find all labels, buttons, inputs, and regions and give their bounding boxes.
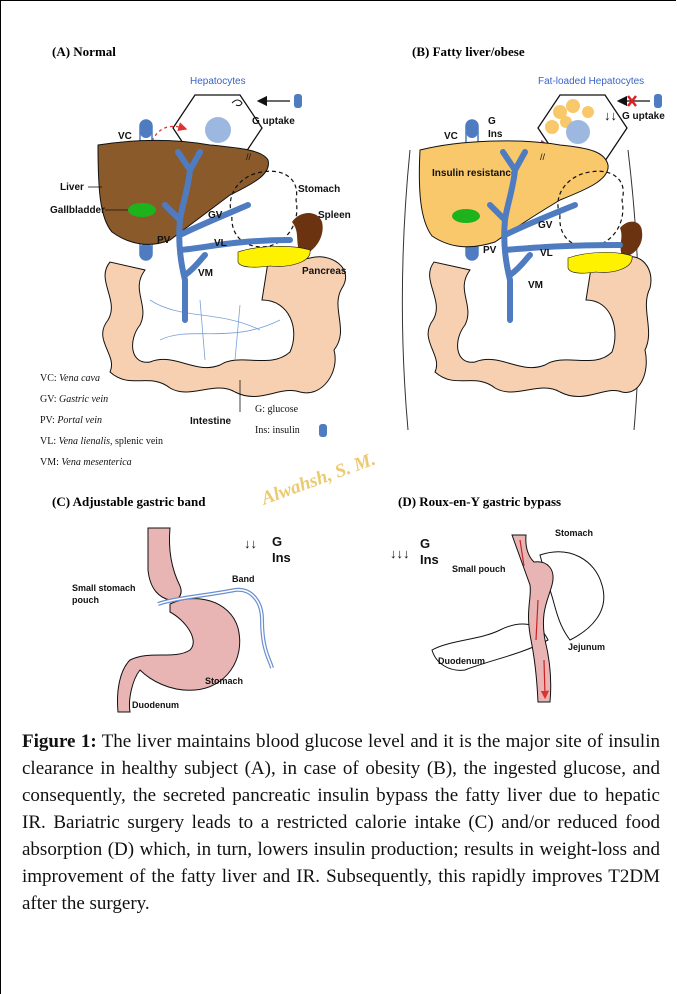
svg-text:pouch: pouch <box>72 595 99 605</box>
fat-hepatocytes-label: Fat-loaded Hepatocytes <box>538 76 644 87</box>
legend-insulin: Ins: insulin <box>255 425 300 436</box>
b-intestine <box>428 257 651 397</box>
b-g-label: G <box>488 116 496 127</box>
abbr-vl: VL: Vena lienalis, splenic vein <box>40 436 163 447</box>
legend-glucose: G: glucose <box>255 404 299 415</box>
bypassed-stomach <box>540 552 604 640</box>
panel-c: (C) Adjustable gastric band ↓↓ G Ins Ban… <box>52 494 291 712</box>
figure-caption: Figure 1: The liver maintains blood gluc… <box>22 728 660 917</box>
panel-b-title: (B) Fatty liver/obese <box>412 44 525 59</box>
caption-lead: Figure 1: <box>22 731 97 752</box>
panel-a: (A) Normal Hepatocytes G uptake VC // Ga <box>40 44 351 468</box>
abbr-vc: VC: Vena cava <box>40 373 100 384</box>
insulin-icon <box>294 94 302 108</box>
abbr-pv: PV: Portal vein <box>40 415 102 426</box>
b-ins-label: Ins <box>488 129 503 140</box>
d-small-pouch-label: Small pouch <box>452 564 506 574</box>
b-vl-label: VL <box>540 248 553 259</box>
author-watermark: Alwahsh, S. M. <box>258 449 379 510</box>
abbr-gv: GV: Gastric vein <box>40 394 108 405</box>
vc-label: VC <box>118 131 132 142</box>
c-ins-label: Ins <box>272 550 291 565</box>
c-stomach-label: Stomach <box>205 676 243 686</box>
intestine <box>103 257 346 397</box>
d-g-label: G <box>420 536 430 551</box>
intestine-label: Intestine <box>190 416 232 427</box>
jejunum-label: Jejunum <box>568 642 605 652</box>
b-g-uptake-label: G uptake <box>622 111 665 122</box>
panel-a-title: (A) Normal <box>52 44 116 59</box>
b-vm-label: VM <box>528 280 543 291</box>
gallbladder-label: Gallbladder <box>50 205 105 216</box>
insulin-resistance-label: Insulin resistance <box>432 168 517 179</box>
band-label: Band <box>232 574 255 584</box>
abbreviation-list: VC: Vena cava GV: Gastric vein PV: Porta… <box>40 373 163 468</box>
small-stomach-label: Small stomach <box>72 583 136 593</box>
gallbladder <box>128 203 156 217</box>
b-pv-label: PV <box>483 245 497 256</box>
liver-label: Liver <box>60 182 84 193</box>
mesenteric-vessels <box>150 300 280 360</box>
esophagus-pouch <box>148 528 181 600</box>
panel-c-title: (C) Adjustable gastric band <box>52 494 206 509</box>
d-ins-label: Ins <box>420 552 439 567</box>
g-uptake-label: G uptake <box>252 116 295 127</box>
vm-label: VM <box>198 268 213 279</box>
svg-text:↓↓↓: ↓↓↓ <box>390 546 410 561</box>
legend-insulin-icon <box>319 424 327 437</box>
pancreas-label: Pancreas <box>302 266 347 277</box>
b-gallbladder <box>452 209 480 223</box>
hepatocyte-nucleus <box>205 117 231 143</box>
svg-text://: // <box>540 152 546 162</box>
b-vc-label: VC <box>444 131 458 142</box>
gv-label: GV <box>208 210 223 221</box>
panel-d-title: (D) Roux-en-Y gastric bypass <box>398 494 561 509</box>
c-g-label: G <box>272 534 282 549</box>
b-gv-label: GV <box>538 220 553 231</box>
abbr-vm: VM: Vena mesenterica <box>40 457 132 468</box>
panel-b: (B) Fatty liver/obese Fat-loaded Hepatoc… <box>402 44 665 430</box>
svg-text:↓↓: ↓↓ <box>244 536 257 551</box>
b-spleen <box>620 222 642 257</box>
figure-artwork: (A) Normal Hepatocytes G uptake VC // Ga <box>0 0 677 720</box>
svg-text:↓↓: ↓↓ <box>604 108 617 123</box>
spleen-label: Spleen <box>318 210 351 221</box>
pv-label: PV <box>157 235 171 246</box>
stomach-label: Stomach <box>298 184 340 195</box>
vl-label: VL <box>214 238 227 249</box>
c-stomach <box>118 599 240 712</box>
caption-text: The liver maintains blood glucose level … <box>22 731 660 914</box>
fat-hepatocyte-nucleus <box>566 120 590 144</box>
hepatocytes-label: Hepatocytes <box>190 76 246 87</box>
d-stomach-label: Stomach <box>555 528 593 538</box>
svg-text://: // <box>246 152 252 162</box>
d-duodenum-label: Duodenum <box>438 656 485 666</box>
c-duodenum-label: Duodenum <box>132 700 179 710</box>
panel-d: (D) Roux-en-Y gastric bypass ↓↓↓ G Ins S… <box>390 494 605 702</box>
